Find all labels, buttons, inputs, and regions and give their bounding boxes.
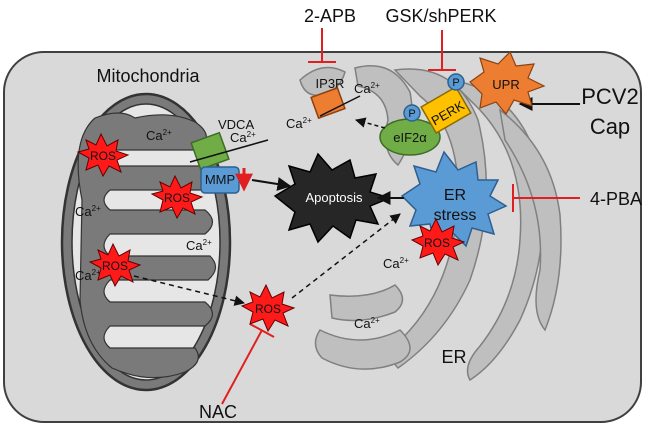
vdca-channel [190,131,230,171]
svg-text:UPR: UPR [492,77,519,92]
svg-text:ROS: ROS [102,259,128,273]
svg-text:ROS: ROS [90,149,116,163]
mito-ca-4: Ca2+ [186,238,212,253]
inhibitor-2apb-label: 2-APB [304,6,356,26]
mitochondria-title: Mitochondria [96,66,200,86]
center-ros-to-er-stress-arrow [291,213,401,299]
mito-ca-labels: Ca2+ Ca2+ Ca2+ Ca2+ Ca2+ [75,128,256,283]
ip3r-ca-flow [319,95,361,117]
p-label-perk: P [452,77,459,89]
svg-text:ROS: ROS [164,191,190,205]
inhibitor-4pba-label: 4-PBA [590,189,642,209]
svg-text:stress: stress [434,207,477,224]
svg-text:ROS: ROS [424,236,450,250]
svg-text:ROS: ROS [255,302,281,316]
mito-ros-to-center-arrow [133,275,246,306]
inhibitor-nac-label: NAC [199,402,237,422]
ip3r-channel [310,86,346,120]
p-circle-eif2a [403,104,421,122]
perk-box [420,85,472,135]
cristae [77,112,217,379]
mito-ca-1: Ca2+ [146,128,172,143]
inhibitor-gsk-label: GSK/shPERK [385,6,496,26]
mito-ca-5: Ca2+ [75,268,101,283]
vdca-ca-flow [189,139,269,163]
inducer-line2: Cap [590,114,630,139]
ros-burst-mito-2: ROS [150,174,204,220]
eif2a-label: eIF2α [393,130,427,145]
er-ca-3: Ca2+ [383,256,409,271]
er-ca-2: Ca2+ [286,116,312,131]
er-ca-4: Ca2+ [354,316,380,331]
svg-text:ER: ER [444,187,466,204]
mmp-label: MMP [205,172,235,187]
ros-burst-center: ROS [240,283,296,333]
ros-burst-mito-1: ROS [76,132,130,178]
mito-ca-3: Ca2+ [75,204,101,219]
mmp-to-apoptosis-arrow [251,177,292,191]
svg-text:Apoptosis: Apoptosis [305,190,363,205]
er-label: ER [441,347,466,367]
eif2a-to-ca-arrow [354,117,386,129]
p-label-eif2a: P [408,108,415,120]
ros-burst-mito-3: ROS [88,242,142,288]
mito-ca-2: Ca2+ [230,130,256,145]
ip3r-label: IP3R [316,76,345,91]
inhibition-lines [221,28,580,405]
er-ca-labels: Ca2+ Ca2+ Ca2+ Ca2+ [286,81,409,331]
inducer-line1: PCV2 [581,84,638,109]
upr-node: UPR [469,50,546,116]
vdca-label: VDCA [218,117,254,132]
er-ca-1: Ca2+ [354,81,380,96]
ros-burst-er: ROS [410,217,466,267]
p-circle-perk [447,73,465,91]
